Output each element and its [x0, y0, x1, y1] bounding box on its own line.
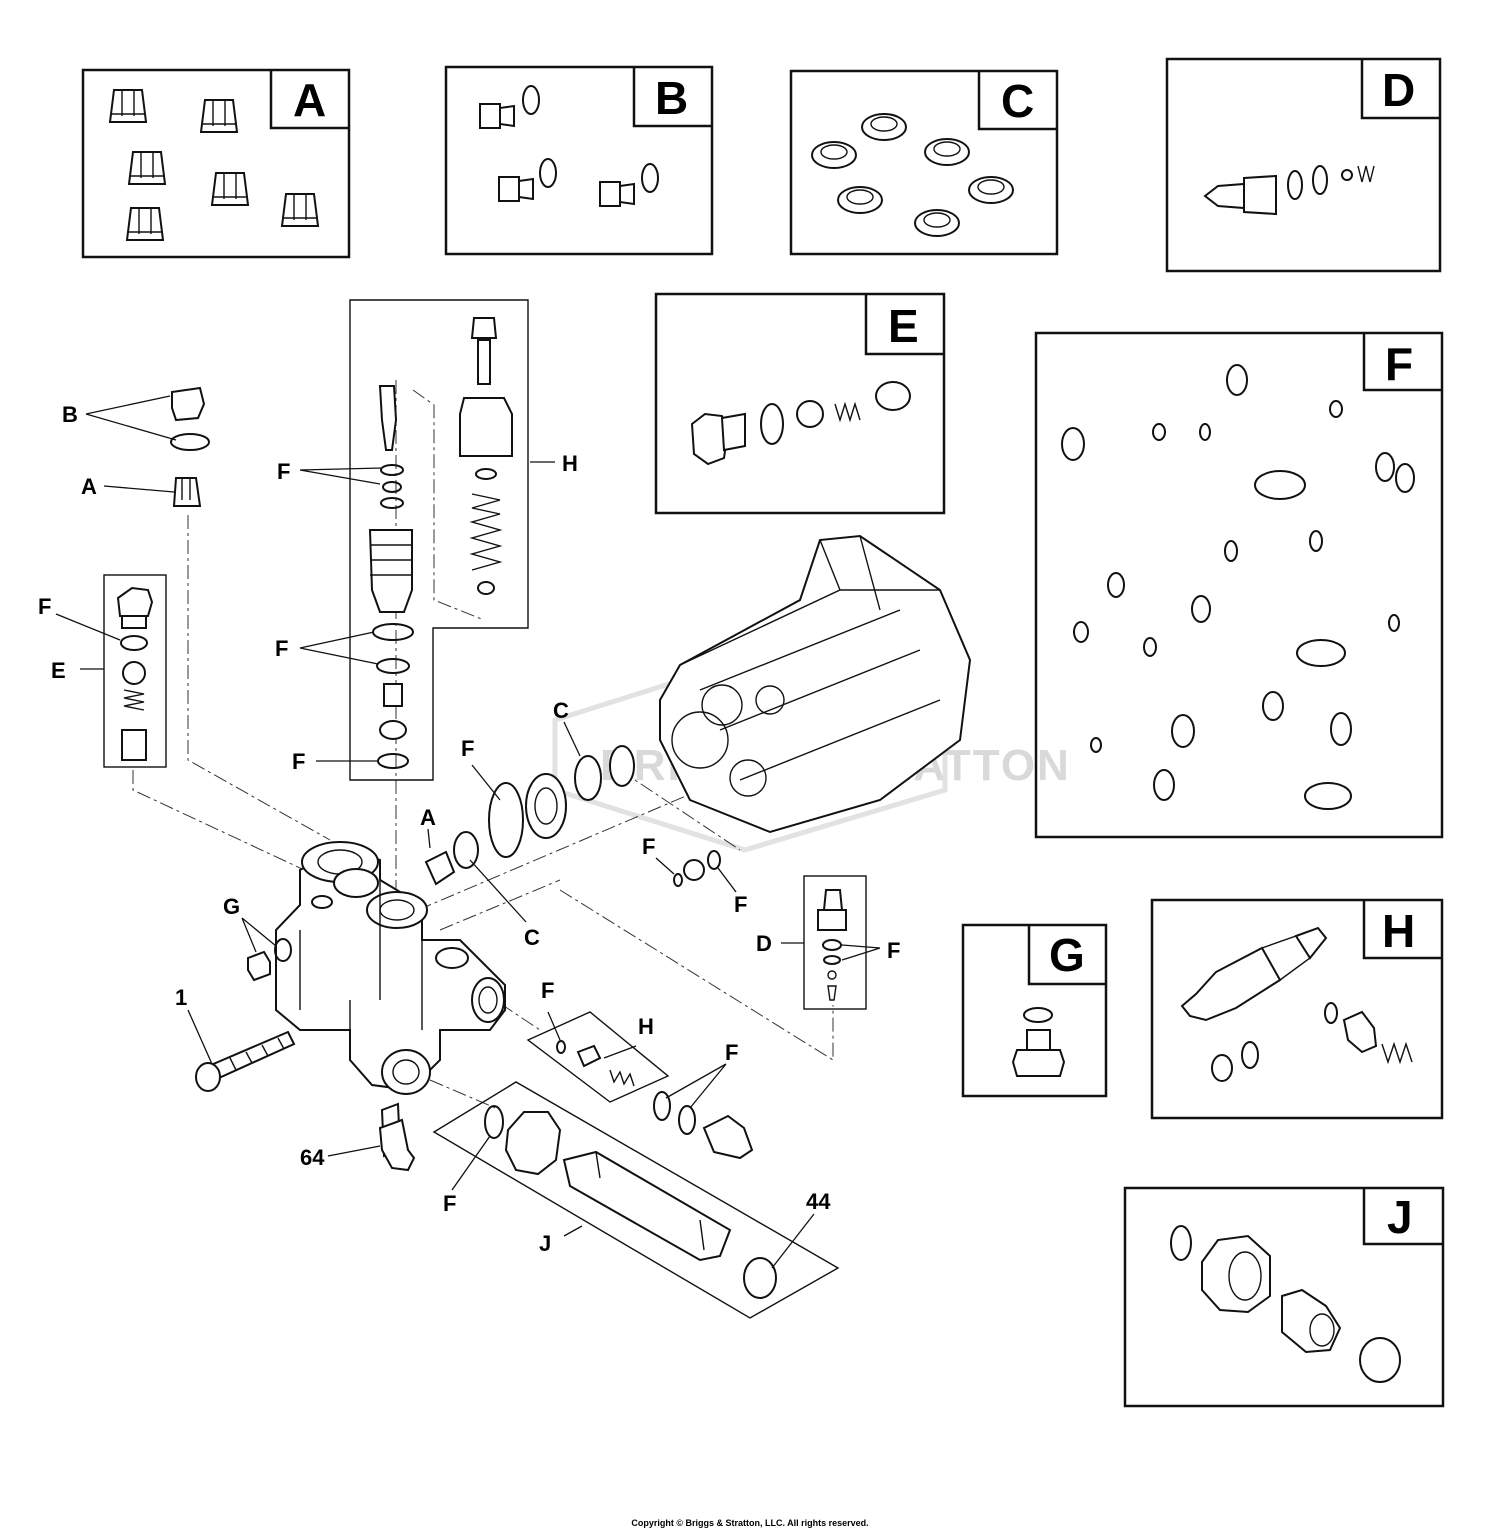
- o-ring-icon: [1061, 364, 1415, 810]
- kit-e-letter: E: [888, 300, 919, 352]
- callout-c: C: [524, 925, 540, 950]
- plug-g: [247, 938, 292, 982]
- callout-a: A: [81, 474, 97, 499]
- inlet-assembly-icon: [1170, 1225, 1401, 1383]
- callout-leaders: [55, 395, 881, 1269]
- bolt-1: [195, 1030, 296, 1092]
- kit-box-g: G: [961, 923, 1108, 1098]
- callout-g: G: [223, 894, 240, 919]
- kit-e-group-outline: [103, 574, 167, 768]
- kit-box-e: E: [654, 292, 946, 515]
- check-valve-icon: [1203, 165, 1375, 216]
- callout-f: F: [277, 459, 290, 484]
- unloader-stack: [368, 317, 513, 769]
- callout-c: C: [553, 698, 569, 723]
- callout-labels: B A F E F F F H F C A C F F G D F 1 64 F…: [38, 402, 900, 1256]
- callout-f: F: [541, 978, 554, 1003]
- kit-e-column-parts: [116, 586, 154, 761]
- kit-box-c: C: [789, 69, 1059, 256]
- callout-f: F: [887, 938, 900, 963]
- kit-d-letter: D: [1382, 64, 1415, 116]
- kit-f-letter: F: [1385, 338, 1413, 390]
- kit-c-letter: C: [1001, 75, 1034, 127]
- kit-box-b: B: [444, 65, 714, 256]
- callout-f: F: [275, 636, 288, 661]
- kit-j-letter: J: [1387, 1191, 1413, 1243]
- callout-f: F: [642, 834, 655, 859]
- pump-main-exploded-view: [103, 299, 972, 1319]
- callout-d: D: [756, 931, 772, 956]
- callout-64: 64: [300, 1145, 325, 1170]
- seal-stack: [424, 745, 635, 886]
- callout-44: 44: [806, 1189, 831, 1214]
- copyright-notice: Copyright © Briggs & Stratton, LLC. All …: [631, 1518, 869, 1528]
- callout-a: A: [420, 805, 436, 830]
- drain-plug-icon: [1011, 1007, 1066, 1077]
- kit-g-letter: G: [1049, 929, 1085, 981]
- kit-box-d: D: [1165, 57, 1442, 273]
- plug-b-main: [170, 386, 210, 451]
- kit-b-letter: B: [655, 72, 688, 124]
- unloader-valve-icon: [1180, 926, 1413, 1082]
- kit-h-group-outline: [526, 1011, 670, 1103]
- callout-h: H: [638, 1014, 654, 1039]
- pump-crankcase: [659, 534, 972, 834]
- valve-f-pair: [673, 850, 721, 887]
- kit-h-letter: H: [1382, 905, 1415, 957]
- callout-h: H: [562, 451, 578, 476]
- callout-f: F: [443, 1191, 456, 1216]
- callout-j: J: [539, 1231, 551, 1256]
- kit-d-column-parts: [817, 889, 847, 1001]
- elbow-fitting-64: [378, 1102, 416, 1172]
- callout-e: E: [51, 658, 66, 683]
- unloader-group-outline: [349, 299, 529, 781]
- plug-icon: [479, 85, 659, 207]
- kit-a-letter: A: [293, 74, 326, 126]
- pump-manifold: [275, 841, 506, 1095]
- callout-f: F: [725, 1040, 738, 1065]
- nozzle-a-main: [172, 477, 202, 507]
- inlet-assembly-main: [484, 1105, 777, 1299]
- kit-box-j: J: [1123, 1186, 1445, 1408]
- nozzle-icon: [108, 89, 320, 241]
- callout-1: 1: [175, 985, 187, 1010]
- inlet-o-rings: [653, 1091, 754, 1160]
- unloader-kit-icon: [690, 381, 911, 466]
- kit-box-f: F: [1034, 331, 1444, 839]
- kit-h-main-parts: [556, 1040, 635, 1087]
- callout-b: B: [62, 402, 78, 427]
- callout-f: F: [292, 749, 305, 774]
- kit-box-a: A: [81, 68, 351, 259]
- callout-f: F: [461, 736, 474, 761]
- kit-box-h: H: [1150, 898, 1444, 1120]
- inlet-group-outline: [432, 1081, 840, 1319]
- callout-f: F: [38, 594, 51, 619]
- callout-f: F: [734, 892, 747, 917]
- seal-icon: [811, 113, 1014, 237]
